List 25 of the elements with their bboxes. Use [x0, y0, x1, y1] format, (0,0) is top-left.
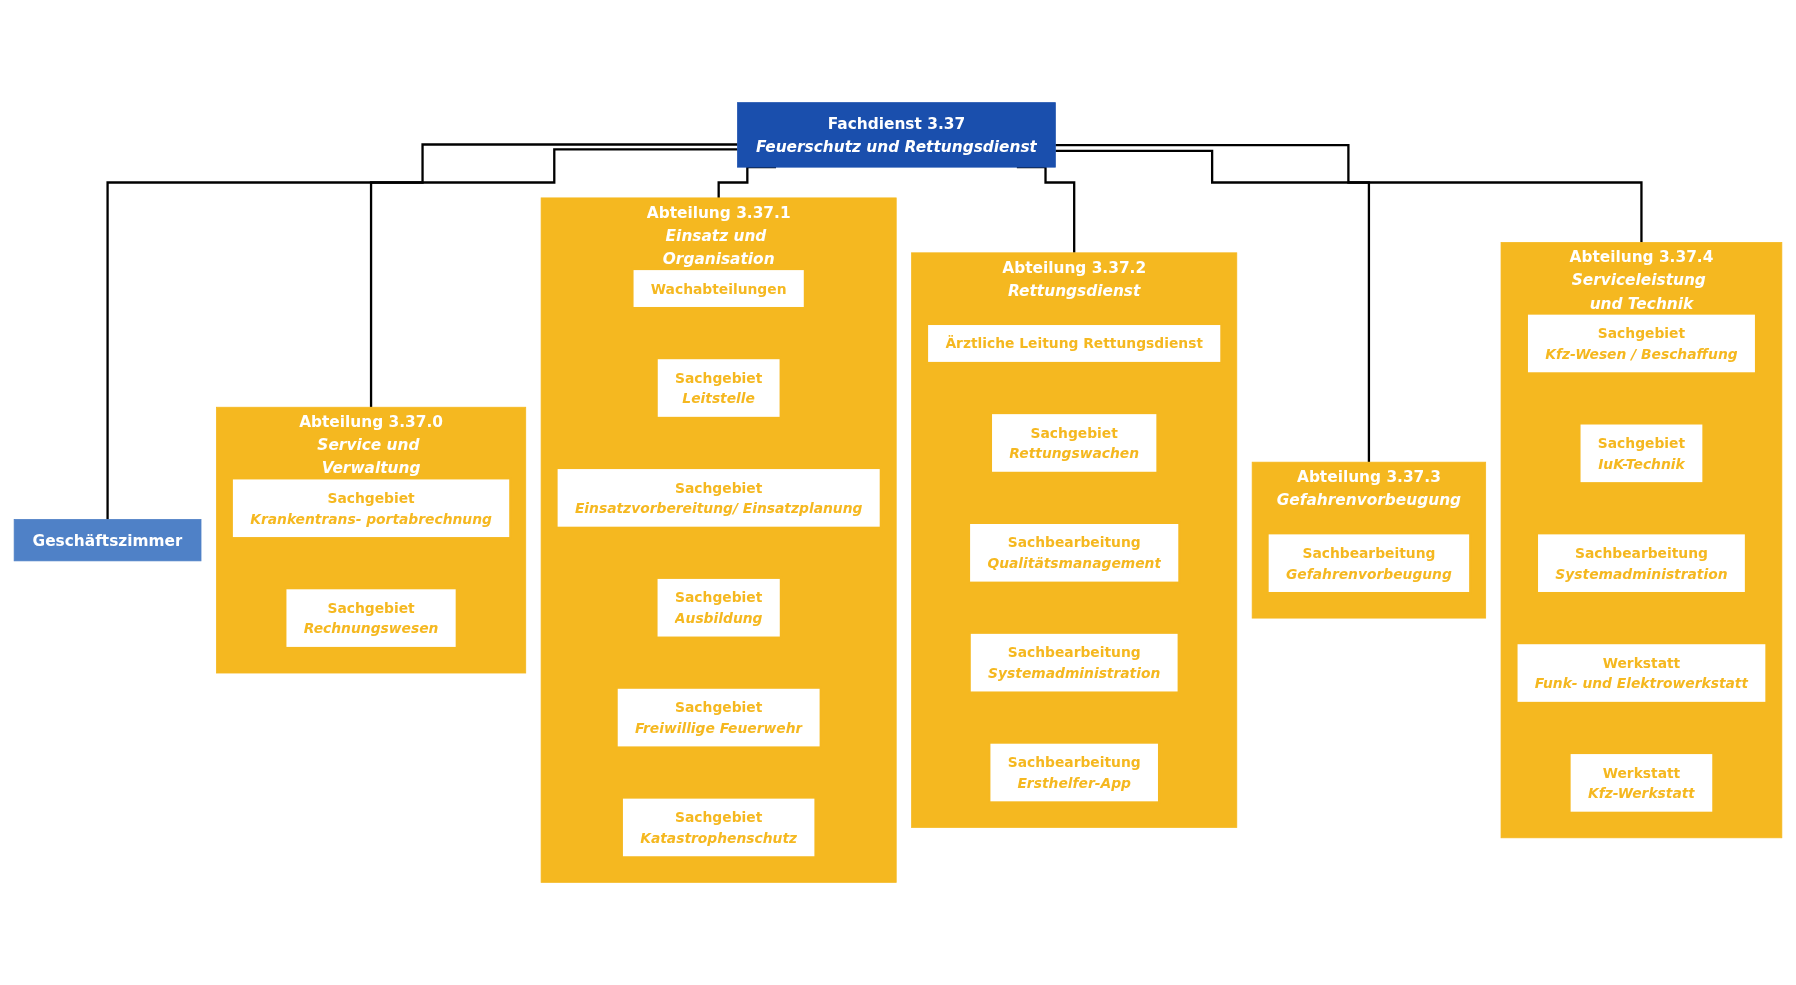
node-box: Ärztliche Leitung Rettungsdienst — [925, 322, 1223, 365]
node-box: Sachgebiet Ausbildung — [655, 576, 783, 639]
node-box: Sachgebiet Freiwillige Feuerwehr — [615, 686, 822, 749]
connector — [106, 143, 738, 521]
node-box: Sachgebiet Leitstelle — [655, 356, 782, 420]
node-box: Sachbearbeitung Ersthelfer-App — [988, 741, 1161, 804]
node-box: Sachgebiet Einsatzvorbereitung/ Einsatzplanung — [555, 466, 882, 529]
node-box: Sachgebiet Kfz-Wesen / Beschaffung — [1525, 312, 1758, 375]
node-box: Sachgebiet Rettungswachen — [989, 411, 1159, 475]
node-box: Sachgebiet Rechnungswesen — [284, 587, 458, 650]
node-box: Fachdienst 3.37 Feuerschutz und Rettungsdienst — [737, 102, 1056, 168]
node-box: Sachgebiet Katastrophenschutz — [620, 796, 817, 859]
node-box: Sachgebiet Krankentrans- portabrechnung — [230, 477, 512, 540]
node-box: Wachabteilungen — [631, 267, 807, 310]
node-box: Werkstatt Kfz-Werkstatt — [1568, 751, 1715, 814]
node-box: Sachbearbeitung Systemadministration — [968, 631, 1180, 694]
connector — [369, 148, 738, 409]
node-box: Sachgebiet IuK-Technik — [1578, 422, 1705, 485]
node-box: Sachbearbeitung Qualitätsmanagement — [967, 521, 1181, 584]
node-box: Sachbearbeitung Gefahrenvorbeugung — [1266, 532, 1472, 595]
connector — [1055, 149, 1371, 464]
node-box: Sachbearbeitung Systemadministration — [1535, 532, 1748, 595]
node-box: Werkstatt Funk- und Elektrowerkstatt — [1515, 641, 1768, 705]
node-box: Geschäftszimmer — [13, 519, 202, 562]
connector — [1055, 143, 1643, 244]
